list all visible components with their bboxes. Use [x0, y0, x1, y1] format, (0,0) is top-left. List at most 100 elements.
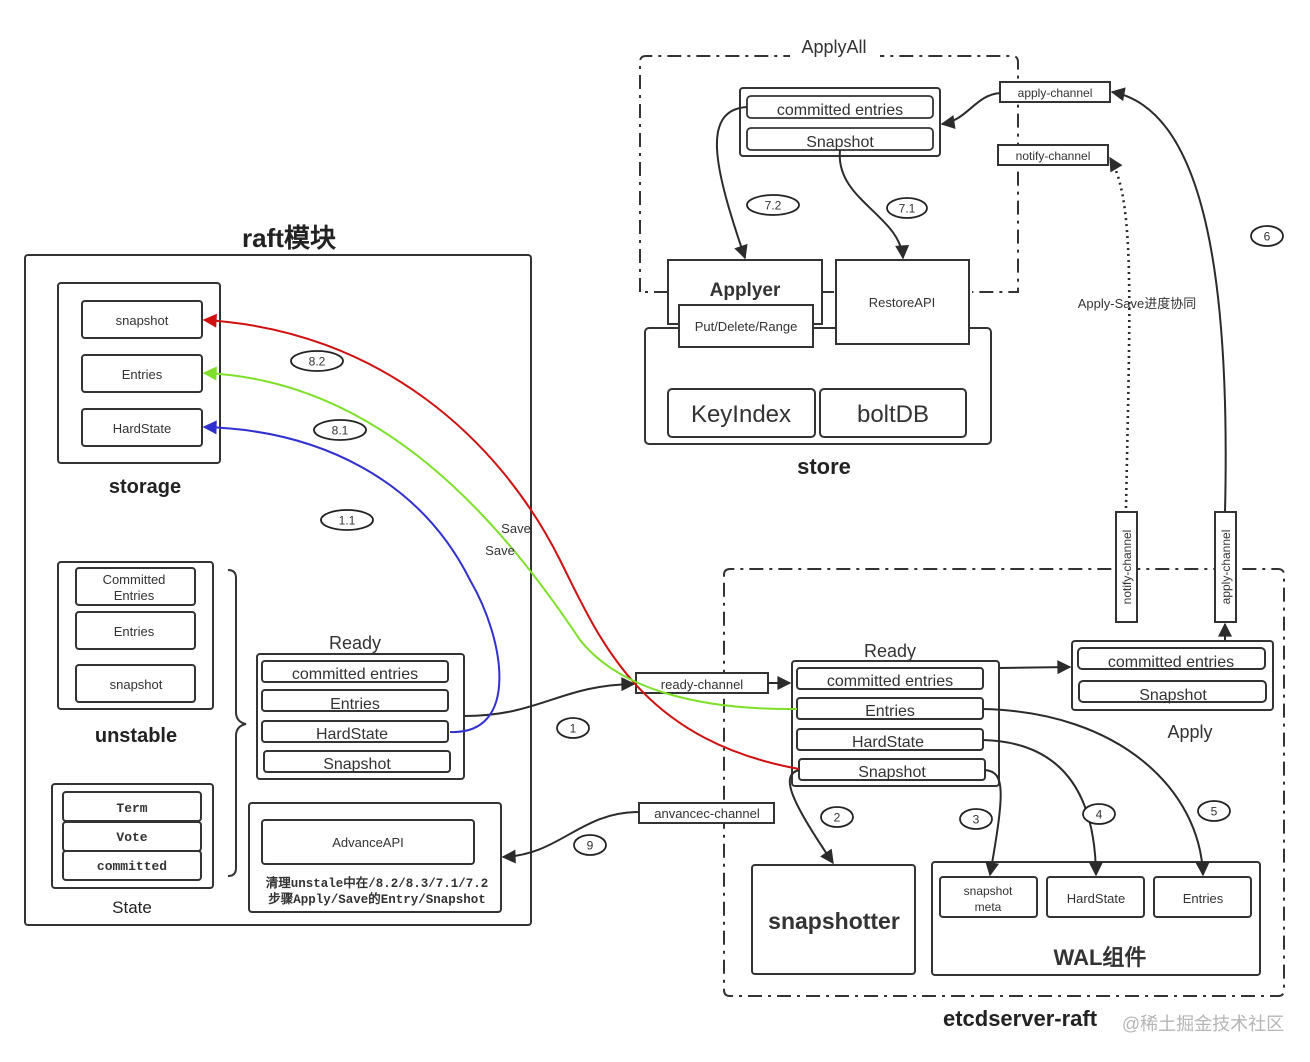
storage-title: storage [109, 476, 181, 498]
step-marker-2: 2 [820, 806, 854, 828]
keyindex-box[interactable] [667, 388, 816, 438]
etcd-ready-snapshot-label: Snapshot [858, 764, 926, 781]
etcd-ready-snapshot[interactable] [798, 758, 986, 781]
save-label-1: Save [501, 521, 531, 536]
unstable-committed-label-1: Committed [103, 572, 166, 587]
etcd-ready-title: Ready [864, 641, 916, 661]
storage-entries[interactable] [81, 354, 203, 393]
edge-5 [982, 708, 1210, 877]
step-label: 3 [973, 813, 980, 827]
unstable-title: unstable [95, 725, 177, 747]
apply-channel-top[interactable] [999, 81, 1111, 103]
notify-channel-vertical[interactable] [1115, 511, 1138, 623]
etcd-ready-hardstate[interactable] [796, 728, 984, 751]
advance-note-line2: 步骤Apply/Save的Entry/Snapshot [268, 891, 486, 907]
step-label: 2 [834, 811, 841, 825]
unstable-snapshot[interactable] [75, 664, 196, 703]
state-committed[interactable] [62, 850, 202, 881]
raft-ready-entries[interactable] [261, 689, 449, 712]
step-marker-1: 1 [556, 717, 590, 739]
raft-module-group: raft模块 snapshot Entries HardState storag… [24, 223, 532, 926]
apply-channel-vertical-label: apply-channel [1219, 530, 1233, 605]
apply-channel-top-label: apply-channel [1018, 86, 1093, 100]
state-title: State [112, 898, 152, 917]
edge-8-1-save-entries [202, 366, 798, 711]
apply-save-sync-label: Apply-Save进度协同 [1078, 296, 1196, 311]
state-term-label: Term [116, 801, 147, 816]
etcd-ready-hardstate-label: HardState [852, 734, 924, 751]
step-marker-7-1: 7.1 [886, 197, 928, 219]
unstable-entries-label: Entries [114, 624, 155, 639]
wal-title: WAL组件 [1054, 945, 1147, 970]
raft-ready-committed-entries-label: committed entries [292, 666, 418, 683]
wal-snapshot-meta[interactable] [939, 876, 1038, 918]
edge-6 [1110, 87, 1227, 513]
wal-hardstate-label: HardState [1067, 891, 1126, 906]
applyall-committed-entries-label: committed entries [777, 102, 903, 119]
etcd-ready-entries[interactable] [796, 697, 984, 720]
edge-8-2-save-snapshot [202, 313, 800, 770]
wal-snapshot-meta-label-2: meta [975, 900, 1002, 914]
step-oval [1197, 800, 1231, 822]
unstable-committed-entries[interactable] [75, 567, 196, 606]
step-oval [320, 509, 374, 531]
storage-hardstate-label: HardState [113, 421, 172, 436]
snapshotter-box[interactable] [751, 864, 916, 975]
step-oval [573, 834, 607, 856]
applyall-title-bg [790, 38, 880, 60]
edges: Save Save [202, 87, 1232, 877]
storage-snapshot[interactable] [81, 300, 203, 339]
wal-entries-label: Entries [1183, 891, 1224, 906]
etcd-apply-snapshot[interactable] [1078, 680, 1267, 703]
step-oval [313, 419, 367, 441]
unstable-entries[interactable] [75, 611, 196, 650]
raft-ready-snapshot[interactable] [263, 750, 451, 773]
step-oval [556, 717, 590, 739]
put-delete-range-box[interactable] [678, 304, 814, 348]
step-label: 1 [570, 722, 577, 736]
step-label: 5 [1211, 805, 1218, 819]
step-marker-7-2: 7.2 [746, 194, 800, 216]
step-oval [1082, 803, 1116, 825]
edge-1-1-save-hardstate [202, 420, 501, 734]
store-title: store [797, 454, 851, 479]
step-marker-5: 5 [1197, 800, 1231, 822]
raft-ready-title: Ready [329, 633, 381, 653]
raft-ready-hardstate-label: HardState [316, 726, 388, 743]
storage-hardstate[interactable] [81, 408, 203, 447]
edge-apply-save-sync [1108, 156, 1131, 509]
edge-ready-to-apply [998, 660, 1072, 675]
advance-api-box[interactable] [261, 819, 475, 865]
step-label: 9 [587, 839, 594, 853]
wal-hardstate[interactable] [1046, 876, 1145, 918]
wal-entries[interactable] [1153, 876, 1252, 918]
raft-ready-committed-entries[interactable] [261, 660, 449, 683]
step-marker-8-1: 8.1 [313, 419, 367, 441]
step-oval [746, 194, 800, 216]
etcd-apply-committed-entries[interactable] [1077, 647, 1266, 670]
raft-module-title: raft模块 [242, 223, 336, 253]
boltdb-box[interactable] [819, 388, 967, 438]
restore-api-box[interactable] [835, 259, 970, 345]
notify-channel-top-label: notify-channel [1016, 149, 1091, 163]
applyall-title: ApplyAll [801, 37, 866, 57]
state-committed-label: committed [97, 859, 167, 874]
step-oval [290, 350, 344, 372]
applyall-group: ApplyAll committed entries Snapshot [639, 37, 1019, 293]
restore-api-label: RestoreAPI [869, 295, 935, 310]
boltdb-label: boltDB [857, 401, 929, 428]
step-label: 7.1 [899, 202, 916, 216]
etcdserver-boundary [723, 568, 1285, 997]
edge-7-1 [838, 149, 910, 260]
etcdserver-group: etcdserver-raft Ready committed entries … [723, 511, 1285, 1031]
notify-channel-top[interactable] [997, 144, 1109, 166]
step-marker-6: 6 [1250, 225, 1284, 247]
step-oval [886, 197, 928, 219]
etcd-ready-committed-entries[interactable] [796, 667, 984, 690]
advance-note-line1: 清理unstale中在/8.2/8.3/7.1/7.2 [266, 875, 489, 891]
top-channels: apply-channel notify-channel Apply-Save进… [997, 81, 1196, 311]
raft-ready-hardstate[interactable] [261, 720, 449, 743]
etcdserver-title: etcdserver-raft [943, 1006, 1098, 1031]
step-label: 8.1 [332, 424, 349, 438]
